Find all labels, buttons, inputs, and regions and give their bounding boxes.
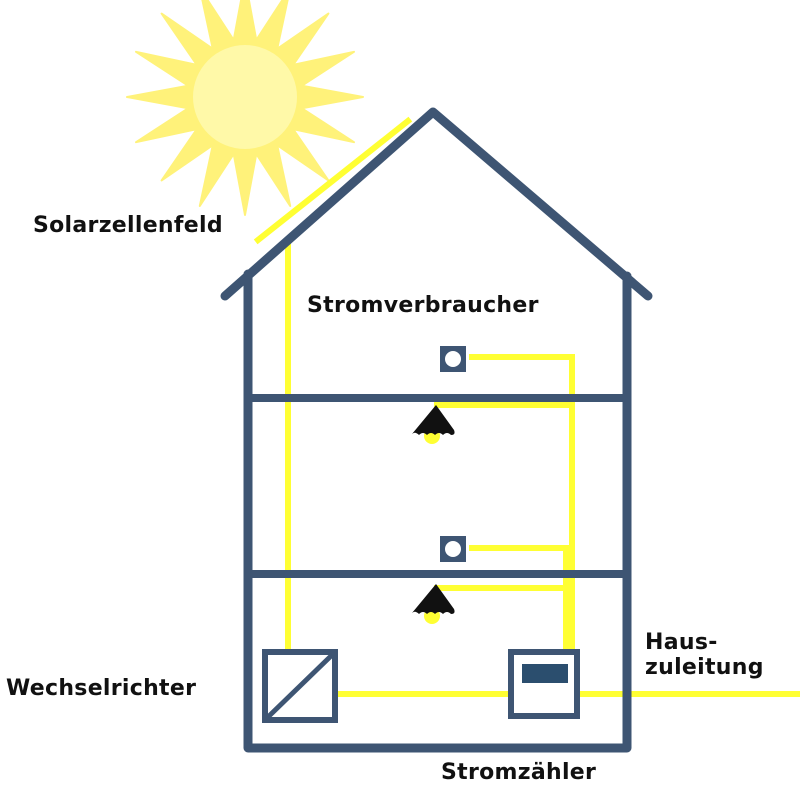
wiring bbox=[253, 116, 800, 697]
supply-line-label: Haus- zuleitung bbox=[645, 630, 764, 681]
solar-panel-line bbox=[253, 116, 413, 245]
consumers-label: Stromverbraucher bbox=[307, 293, 539, 318]
solar-field-label: Solarzellenfeld bbox=[33, 213, 223, 238]
supply-line-label-line2: zuleitung bbox=[645, 655, 764, 681]
electricity-meter-icon bbox=[508, 649, 580, 719]
supply-line-label-line1: Haus- bbox=[645, 630, 718, 655]
wall-socket-icon bbox=[440, 536, 466, 562]
inverter-icon bbox=[262, 649, 338, 723]
meter-label: Stromzähler bbox=[441, 760, 597, 785]
ceiling-lamp-icon bbox=[412, 584, 455, 624]
house-outline bbox=[220, 107, 653, 753]
lower-socket-wire bbox=[469, 545, 569, 653]
upper-socket-wire bbox=[469, 354, 575, 653]
wall-socket-icon bbox=[440, 346, 466, 372]
ceiling-lamp-icon bbox=[412, 405, 455, 444]
sun-icon bbox=[126, 0, 364, 216]
roof bbox=[220, 107, 653, 301]
house-walls bbox=[243, 269, 632, 753]
inverter-label: Wechselrichter bbox=[6, 676, 197, 701]
